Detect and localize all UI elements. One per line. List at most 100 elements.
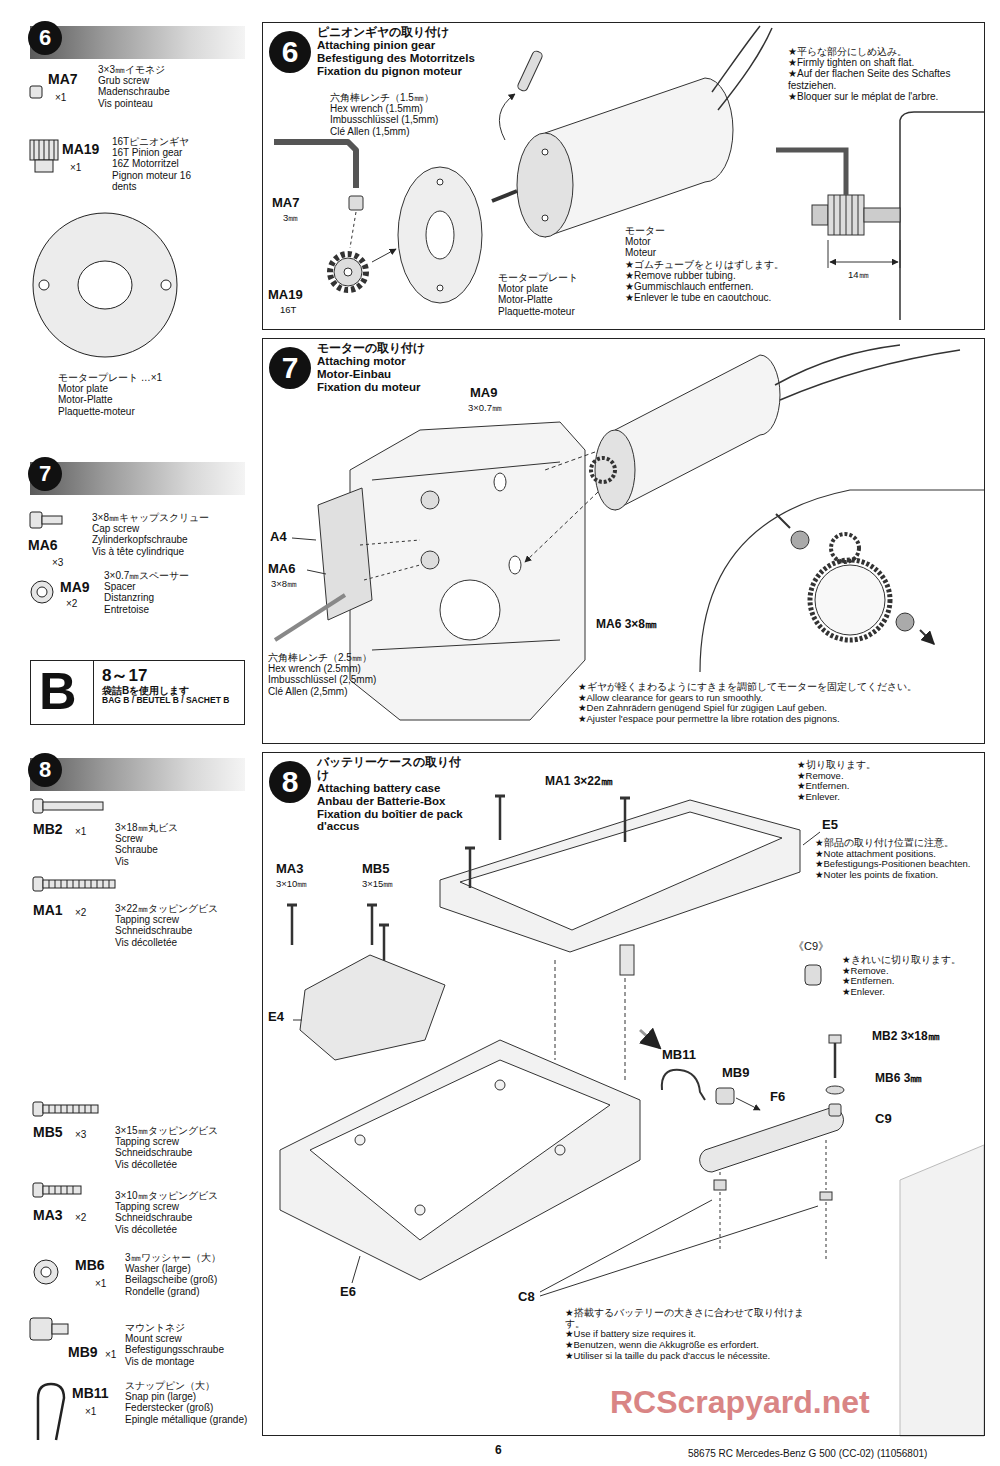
step-number: 7 — [269, 347, 311, 389]
part-code: E4 — [268, 1010, 284, 1025]
annotation-text: ★Remove rubber tubing. — [625, 270, 784, 281]
annotation-text: ★部品の取り付け位置に注意。 — [815, 838, 980, 849]
part-icon — [33, 1183, 43, 1197]
label-group: C8 — [518, 1290, 535, 1305]
part-icon — [34, 140, 54, 160]
annotation-text: ★Bloquer sur le méplat de l'arbre. — [788, 91, 968, 102]
annotation-text: ×1 — [75, 826, 86, 837]
annotation-text: Mount screw — [125, 1333, 224, 1344]
annotation-text: ★Remove. — [797, 771, 876, 782]
annotation-text: Motor — [625, 236, 784, 247]
label-group: ★切り取ります。★Remove.★Entfernen.★Enlever. — [797, 760, 876, 803]
label-group: ×3 — [52, 557, 63, 568]
annotation-text: ×1 — [95, 1278, 106, 1289]
battery-case-illustration — [540, 1200, 818, 1296]
pinion-illustration — [330, 254, 366, 290]
annotation-text: ★Use if battery size requires it. — [565, 1329, 815, 1340]
label-group: 3×10㎜ — [276, 879, 307, 890]
label-group: MB5 — [33, 1125, 63, 1141]
battery-case-illustration — [620, 945, 634, 975]
annotation-text: 3×3㎜イモネジ — [98, 64, 170, 75]
label-group: MA3 — [33, 1208, 63, 1224]
motor-illustration — [525, 452, 598, 562]
annotation-text: Tapping screw — [115, 1201, 218, 1212]
annotation-text: Plaquette-moteur — [58, 406, 162, 417]
pinion-illustration — [344, 268, 352, 276]
part-icon — [33, 213, 177, 357]
annotation-text: Grub screw — [98, 75, 170, 86]
label-group: 3×15㎜タッピングビスTapping screwSchneidschraube… — [115, 1125, 218, 1170]
annotation-text: 《C9》 — [793, 940, 829, 952]
annotation-text: Federstecker (groß) — [125, 1402, 247, 1413]
battery-case-illustration — [640, 1030, 660, 1048]
annotation-text: Tapping screw — [115, 1136, 218, 1147]
part-icon — [42, 516, 62, 524]
annotation-text: ★Enlever. — [797, 792, 876, 803]
motor-illustration — [421, 551, 439, 569]
motor-illustration — [421, 491, 439, 509]
battery-case-illustration — [280, 796, 984, 1436]
label-group: MA19 — [62, 142, 99, 158]
annotation-text: Spacer — [104, 581, 189, 592]
label-group: 58675 RC Mercedes-Benz G 500 (CC-02) (11… — [688, 1448, 927, 1459]
label-group: 3×0.7㎜ — [468, 403, 502, 414]
title-text: モーターの取り付け — [317, 342, 517, 355]
annotation-text: 3×22㎜タッピングビス — [115, 903, 218, 914]
motor-illustration — [440, 580, 500, 640]
annotation-text: ★Benutzen, wenn die Akkugröße es erforde… — [565, 1340, 815, 1351]
label-group: MA6 3×8㎜ — [596, 618, 657, 631]
annotation-text: Entretoise — [104, 604, 189, 615]
battery-case-illustration — [736, 1098, 760, 1110]
battery-case-illustration — [352, 1256, 360, 1283]
motor-illustration — [776, 514, 934, 644]
label-group: 3×0.7㎜スペーサーSpacerDistanzringEntretoise — [104, 570, 189, 615]
pinion-illustration — [426, 211, 454, 259]
title-text: 8～17 — [102, 666, 229, 685]
label-group: ★搭載するバッテリーの大きさに合わせて取り付けます。★Use if batter… — [565, 1308, 815, 1361]
label-group: E4 — [268, 1010, 284, 1025]
battery-case-illustration — [415, 1205, 425, 1215]
pinion-illustration — [542, 215, 548, 221]
bag-box: B8～17袋詰Bを使用しますBAG B / BEUTEL B / SACHET … — [30, 660, 245, 725]
motor-illustration — [318, 488, 372, 620]
battery-case-illustration — [829, 1035, 841, 1043]
label-group: 3×15㎜ — [362, 879, 393, 890]
label-group: MB11 — [72, 1386, 109, 1402]
pinion-illustration — [834, 195, 858, 235]
annotation-text: Imbusschlüssel (1,5mm) — [330, 114, 438, 125]
annotation-text: Imbusschlüssel (2,5mm) — [268, 674, 376, 685]
label-group: E5 — [822, 818, 838, 833]
pinion-illustration — [350, 212, 356, 248]
pinion-illustration — [437, 285, 443, 291]
annotation-text: ×1 — [70, 162, 81, 173]
annotation-text: ★Entfernen. — [797, 781, 876, 792]
step-header-band: 6 — [30, 26, 245, 59]
step-number: 6 — [28, 21, 62, 55]
pinion-illustration — [900, 112, 984, 320]
part-icon — [43, 880, 115, 888]
pinion-illustration — [828, 240, 900, 268]
title-text: 袋詰Bを使用します — [102, 685, 229, 696]
part-icon — [43, 1186, 81, 1194]
title-text: Motor-Einbau — [317, 368, 517, 381]
label-group: MA7 — [272, 196, 299, 211]
label-group: RCScrapyard.net — [610, 1385, 870, 1421]
part-code: MA3 — [276, 862, 303, 877]
part-icon — [33, 799, 43, 813]
battery-case-illustration — [555, 1145, 565, 1155]
title-block: 8～17袋詰Bを使用しますBAG B / BEUTEL B / SACHET B — [93, 661, 229, 724]
annotation-text: Schneidschraube — [115, 1147, 218, 1158]
part-code: F6 — [770, 1090, 785, 1105]
part-code: MB2 — [33, 822, 63, 838]
label-group: ★部品の取り付け位置に注意。★Note attachment positions… — [815, 838, 980, 881]
annotation-text: Madenschraube — [98, 86, 170, 97]
label-group: 3×22㎜タッピングビスTapping screwSchneidschraube… — [115, 903, 218, 948]
label-group: 3×3㎜イモネジGrub screwMadenschraubeVis point… — [98, 64, 170, 109]
motor-illustration — [275, 595, 345, 640]
label-group: 14㎜ — [848, 270, 869, 281]
part-code: MB2 3×18㎜ — [872, 1030, 940, 1043]
annotation-text: Schraube — [115, 844, 178, 855]
pinion-illustration — [349, 196, 363, 210]
